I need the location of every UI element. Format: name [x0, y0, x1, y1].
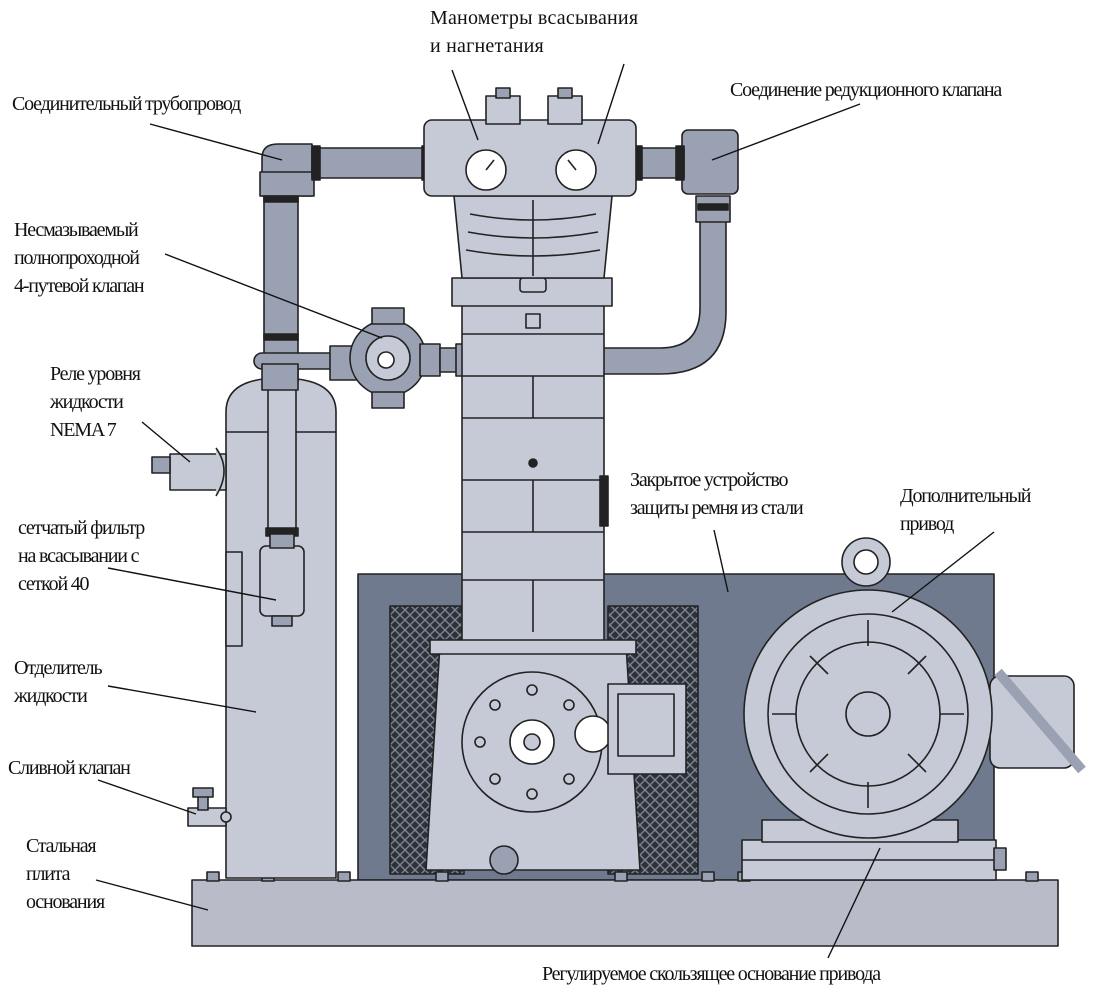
base-plate: [191, 879, 1059, 947]
leader-lines: [95, 63, 995, 959]
column-ribs: [462, 333, 604, 632]
label-suction-discharge-gauges: Манометры всасывания и нагнетания: [430, 7, 639, 57]
label-suction-strainer: сетчатый фильтр на всасывании с сеткой 4…: [18, 517, 145, 595]
gauge-manifold: [423, 119, 637, 197]
separator-bracket: [225, 551, 243, 647]
label-four-way-valve: Несмазываемый полнопроходной 4-путевой к…: [14, 219, 145, 297]
motor-fan-slots: [772, 620, 964, 808]
motor-end-bell: [989, 675, 1075, 769]
suction-strainer: [259, 545, 305, 617]
connecting-pipe-vertical: [263, 195, 299, 383]
separator-pipe: [267, 379, 297, 533]
label-liquid-level-switch: Реле уровня жидкости NEMA 7: [50, 363, 141, 441]
label-auxiliary-drive: Дополнительный привод: [900, 485, 1031, 535]
label-liquid-separator: Отделитель жидкости: [14, 657, 103, 707]
label-adjustable-slide-base: Регулируемое скользящее основание привод…: [542, 963, 881, 985]
relief-valve-connection: [681, 129, 739, 195]
label-relief-valve-connection: Соединение редукционного клапана: [730, 79, 1002, 101]
label-drain-valve: Сливной клапан: [8, 757, 131, 779]
oil-pressure-gauge: [574, 715, 612, 753]
label-connecting-pipe: Соединительный трубопровод: [12, 93, 241, 115]
sight-glass: [489, 845, 519, 875]
connecting-pipe-horizontal: [311, 147, 431, 179]
label-steel-base-plate: Стальная плита основания: [26, 835, 105, 913]
label-belt-guard: Закрытое устройство защиты ремня из стал…: [630, 469, 804, 519]
